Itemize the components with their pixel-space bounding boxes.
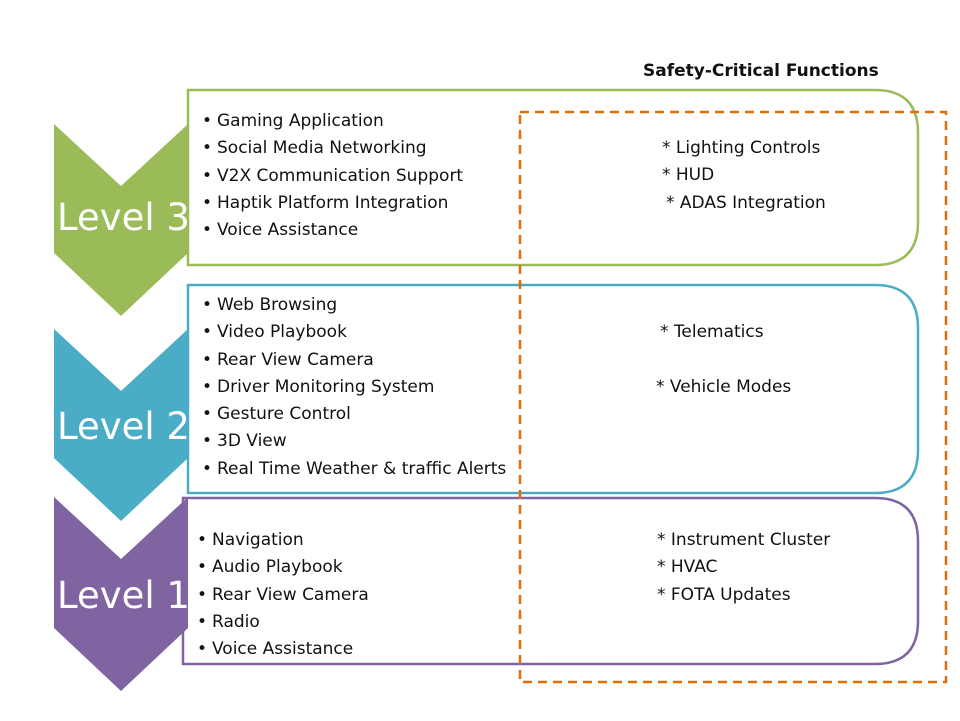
safety-item: * HUD xyxy=(662,165,715,186)
list-item: Audio Playbook xyxy=(197,554,369,581)
list-item: Gaming Application xyxy=(202,108,463,135)
list-item: Gesture Control xyxy=(202,401,506,428)
level-2-feature-list: Web Browsing Video Playbook Rear View Ca… xyxy=(202,292,506,483)
level-1-safety-list: * Instrument Cluster * HVAC * FOTA Updat… xyxy=(657,527,830,609)
list-item: Navigation xyxy=(197,527,369,554)
level-2-chevron xyxy=(54,329,188,521)
level-3-chevron xyxy=(54,124,188,316)
list-item: Haptik Platform Integration xyxy=(202,190,463,217)
level-2-box xyxy=(186,283,920,495)
level-1-chevron xyxy=(54,497,188,691)
list-item: Web Browsing xyxy=(202,292,506,319)
safety-item: * Lighting Controls xyxy=(662,138,821,158)
level-3-label: Level 3 xyxy=(57,196,190,239)
safety-item: * FOTA Updates xyxy=(657,584,791,605)
list-item: Social Media Networking xyxy=(202,135,463,162)
level-3-feature-list: Gaming Application Social Media Networki… xyxy=(202,108,463,244)
level-1-feature-list: Navigation Audio Playbook Rear View Came… xyxy=(197,527,369,663)
list-item: 3D View xyxy=(202,428,506,455)
list-item: V2X Communication Support xyxy=(202,163,463,190)
list-item: Rear View Camera xyxy=(197,582,369,609)
safety-item: * Telematics xyxy=(660,322,764,342)
level-1-label: Level 1 xyxy=(57,574,190,617)
list-item: Real Time Weather & traffic Alerts xyxy=(202,456,506,483)
level-2-safety-list: * Telematics * Vehicle Modes xyxy=(656,319,791,402)
level-3-box xyxy=(186,88,920,267)
list-item: Radio xyxy=(197,609,369,636)
list-item: Rear View Camera xyxy=(202,347,506,374)
safety-critical-region xyxy=(518,110,948,684)
level-1-box xyxy=(181,496,920,666)
safety-item: * ADAS Integration xyxy=(666,192,826,213)
safety-critical-title: Safety-Critical Functions xyxy=(643,61,879,81)
safety-item: * Vehicle Modes xyxy=(656,377,792,398)
level-2-label: Level 2 xyxy=(57,405,190,448)
list-item: Voice Assistance xyxy=(197,636,369,663)
list-item: Voice Assistance xyxy=(202,217,463,244)
level-3-safety-list: * Lighting Controls * HUD * ADAS Integra… xyxy=(662,135,826,217)
safety-item: * Instrument Cluster xyxy=(657,530,831,550)
safety-item: * HVAC xyxy=(657,557,718,578)
list-item: Video Playbook xyxy=(202,319,506,346)
list-item: Driver Monitoring System xyxy=(202,374,506,401)
